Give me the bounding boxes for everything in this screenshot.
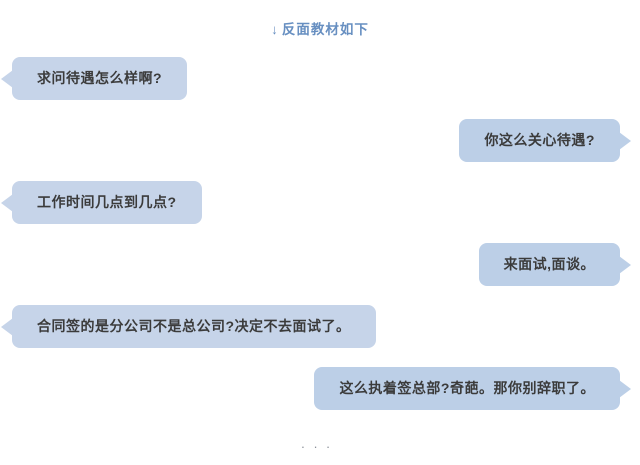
message-row-left: 求问待遇怎么样啊? [0,57,640,100]
message-bubble: 工作时间几点到几点? [12,181,202,224]
message-row-right: 来面试,面谈。 [0,243,640,286]
message-row-right: 这么执着签总部?奇葩。那你别辞职了。 [0,367,640,410]
message-bubble: 这么执着签总部?奇葩。那你别辞职了。 [314,367,620,410]
message-row-right: 你这么关心待遇? [0,119,640,162]
chat-thread: 求问待遇怎么样啊? 你这么关心待遇? 工作时间几点到几点? 来面试,面谈。 合同… [0,57,640,410]
message-bubble: 你这么关心待遇? [459,119,620,162]
message-row-left: 合同签的是分公司不是总公司?决定不去面试了。 [0,305,640,348]
more-indicator: ... [301,436,339,451]
message-bubble: 合同签的是分公司不是总公司?决定不去面试了。 [12,305,376,348]
message-bubble: 来面试,面谈。 [478,243,620,286]
page-title: ↓反面教材如下 [0,0,640,38]
page-title-text: 反面教材如下 [281,22,369,37]
message-row-left: 工作时间几点到几点? [0,181,640,224]
message-bubble: 求问待遇怎么样啊? [12,57,188,100]
down-arrow-icon: ↓ [271,22,279,37]
